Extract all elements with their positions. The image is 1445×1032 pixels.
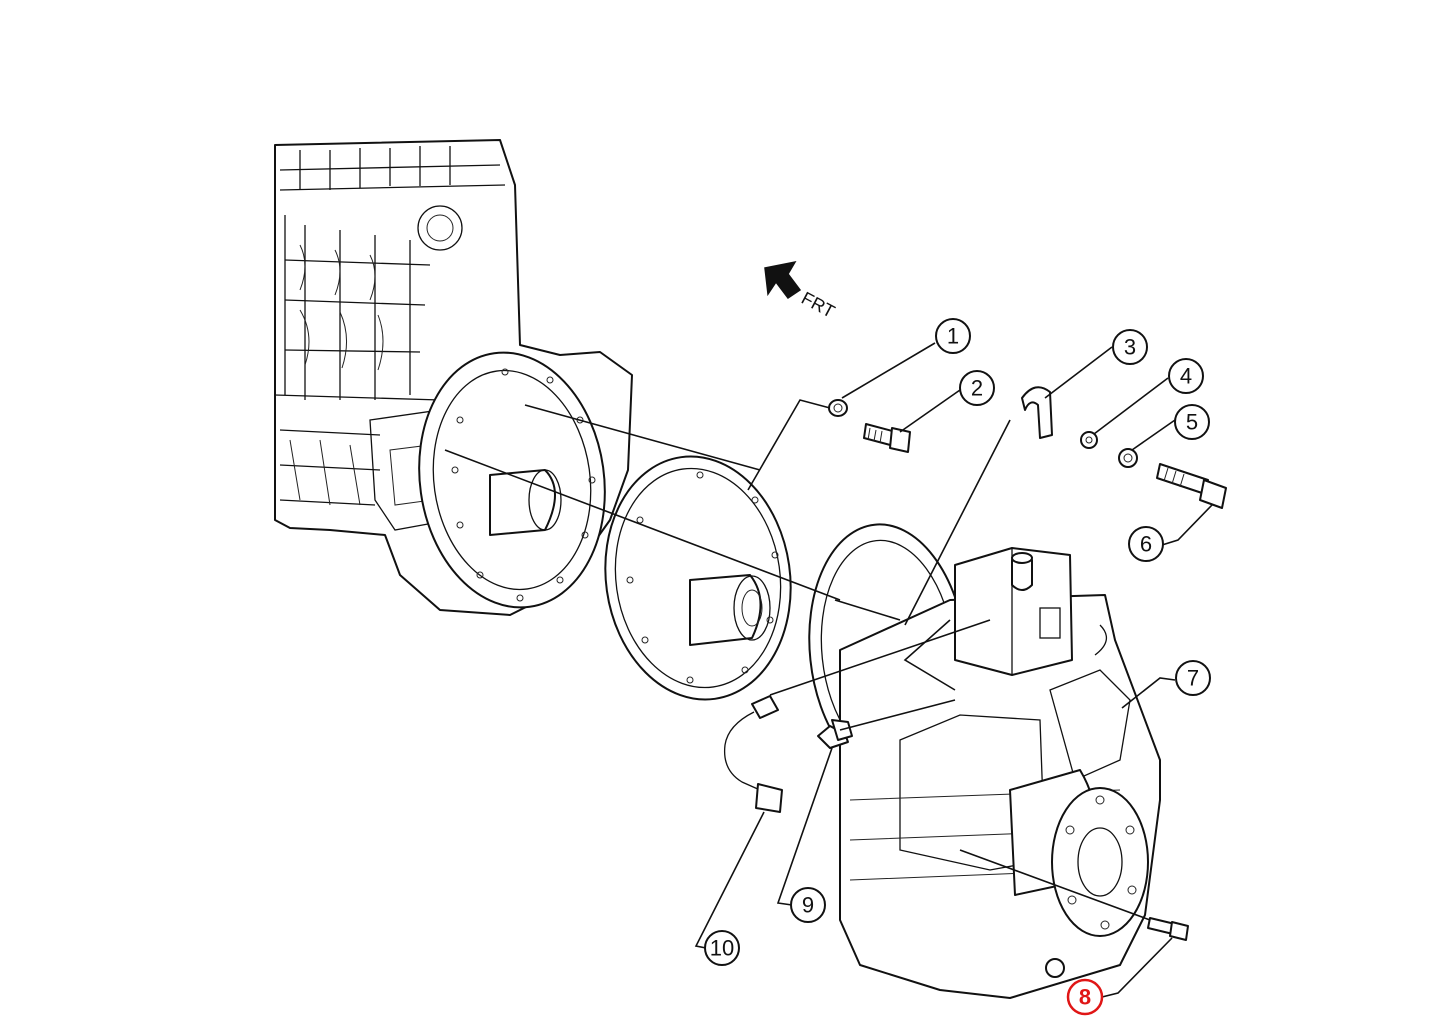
callout-8: 8 [1066,978,1104,1016]
callout-10: 10 [704,930,740,966]
sensor-part-8 [1147,917,1189,941]
callout-number: 6 [1140,532,1152,557]
callout-5: 5 [1174,404,1210,440]
clamp-part-3 [1021,386,1053,439]
callout-1: 1 [935,318,971,354]
lockwasher-part-5 [1118,448,1138,468]
bolt-part-6 [1156,463,1227,509]
callout-number: 9 [802,893,814,918]
washer-part-1 [828,399,848,417]
frt-label: FRT [798,288,838,322]
callout-number: 4 [1180,364,1192,389]
engine-block [274,139,633,616]
callout-leaders [694,342,1213,998]
bolt-part-2 [863,423,911,453]
callout-9: 9 [790,887,826,923]
direction-arrow-icon [764,260,802,300]
flexplate [604,455,792,701]
callout-2: 2 [959,370,995,406]
callout-number: 5 [1186,410,1198,435]
callout-number: 3 [1124,335,1136,360]
assembly-lines [444,399,1151,921]
callout-number: 7 [1187,666,1199,691]
callout-6: 6 [1128,526,1164,562]
callout-number: 8 [1079,985,1091,1010]
callout-4: 4 [1168,358,1204,394]
callout-3: 3 [1112,329,1148,365]
frt-orientation-marker: FRT [764,260,838,322]
transmission-assembly [808,523,1161,999]
callout-number: 10 [710,936,734,961]
washer-part-4 [1080,431,1098,449]
callout-number: 1 [947,324,959,349]
callout-7: 7 [1175,660,1211,696]
callout-number: 2 [971,376,983,401]
wiring-harness-part-10 [723,695,783,813]
